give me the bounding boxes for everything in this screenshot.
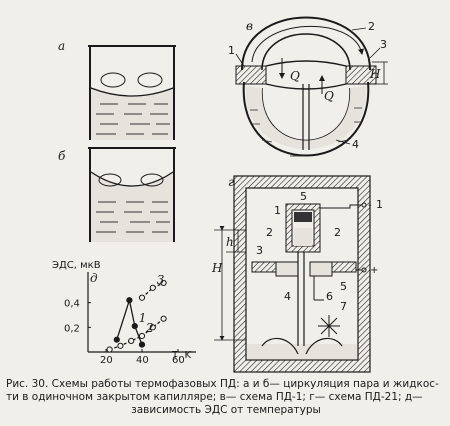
chart-y-tick-label: 0,4 [64,299,80,310]
chart-point-1 [113,336,120,343]
chart-ylabel: ЭДС, мкВ [52,260,101,271]
chart-series-line-1 [116,297,143,345]
label-h-big-g: H [211,261,223,275]
label-g-1: 1 [274,204,281,217]
chart-x-tick-label: 60 [172,355,185,366]
label-g-3: 3 [256,244,263,257]
label-d: д [90,271,98,285]
label-v-1: 1 [228,44,235,57]
chart-point-3 [160,279,167,287]
label-g-2-right: 2 [334,226,341,239]
label-q-left: Q [290,69,300,83]
label-h-small: h [226,235,234,249]
label-g-1-right: 1 [376,198,383,211]
label-v: в [246,19,253,33]
figure-caption: Рис. 30. Схемы работы термофазовых ПД: а… [6,378,446,417]
panel-a-capillary: а [58,39,176,140]
chart-series-line-3 [141,282,164,299]
label-g: г [228,175,234,189]
panel-g-pd21: г - 1 + [211,175,383,373]
chart-point-3 [138,294,146,301]
label-a: а [58,39,65,53]
chart-point-3 [149,284,156,291]
panel-v-pd1: в Q Q H 1 2 [228,16,388,157]
caption-line-3: зависимость ЭДС от температуры [131,404,321,416]
chart-point-1 [138,341,146,348]
label-minus: - [368,200,372,211]
label-g-7: 7 [340,300,347,313]
chart-point-2 [117,342,124,349]
chart-point-1 [126,297,133,304]
label-v-2: 2 [368,20,375,33]
label-q-right: Q [324,89,334,103]
label-b: б [58,149,66,163]
panel-b-capillary: б [58,147,176,242]
chart-point-2 [138,332,146,340]
panel-d-chart: д ЭДС, мкВ T, K 20 40 60 0,2 0,4 12 3 [52,260,196,366]
label-h-big-v: H [369,67,381,81]
label-v-3: 3 [380,38,387,51]
label-v-4: 4 [352,138,359,151]
chart-y-tick-label: 0,2 [64,323,80,334]
chart-series-label-1: 1 [139,311,147,325]
chart-point-2 [128,337,135,344]
chart-point-2 [106,346,113,353]
label-g-6: 6 [326,290,333,303]
chart-point-2 [160,315,167,322]
chart-series-label-3: 3 [157,273,165,287]
chart-x-tick-label: 40 [136,355,149,366]
label-g-4: 4 [284,290,291,303]
label-g-2-left: 2 [266,226,273,239]
chart-series-label-2: 2 [145,321,154,335]
chart-x-tick-label: 20 [100,355,113,366]
chart-point-2 [149,324,156,331]
chart-point-1 [131,323,138,330]
caption-line-1: Рис. 30. Схемы работы термофазовых ПД: а… [6,378,439,390]
chart-xlabel: T, K [171,350,191,361]
label-g-5-top: 5 [300,190,307,203]
label-plus: + [370,265,378,276]
caption-line-2: ти в одиночном закрытом капилляре; в— сх… [6,391,423,403]
label-g-5: 5 [340,280,347,293]
